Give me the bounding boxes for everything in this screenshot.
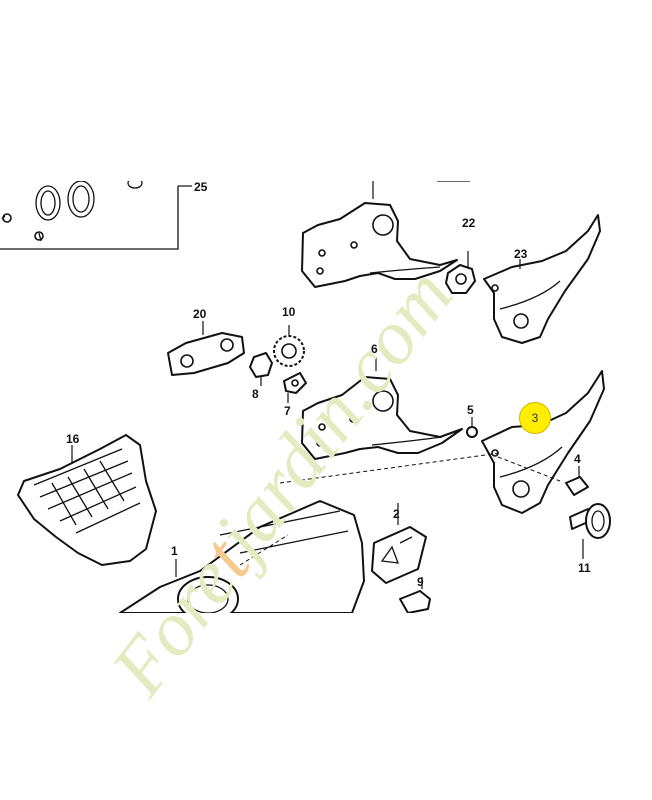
part-11-bolt <box>569 503 611 559</box>
part-1-main-body <box>119 452 501 613</box>
part-3-moving-blade <box>481 370 605 514</box>
part-25-group <box>0 181 192 250</box>
diagram-art <box>0 181 611 613</box>
callout-2: 2 <box>393 507 400 521</box>
part-7-washer <box>283 372 307 403</box>
part-5-circlip <box>466 417 478 438</box>
upper-cutting-head <box>301 181 601 344</box>
callout-25: 25 <box>194 180 208 194</box>
callout-4: 4 <box>574 452 581 466</box>
part-6-blade-lower <box>301 357 463 460</box>
part-9-screw <box>399 577 431 613</box>
callout-1: 1 <box>171 544 178 558</box>
callout-22: 22 <box>462 216 476 230</box>
callout-9: 9 <box>417 575 424 589</box>
callout-5: 5 <box>467 403 474 417</box>
part-20-plate <box>167 321 245 376</box>
exploded-parts-diagram: 25 22 23 20 10 6 8 7 5 16 4 2 1 11 9 <box>0 181 652 613</box>
callout-16: 16 <box>66 432 80 446</box>
part-4-pin <box>565 466 589 496</box>
callout-3-label: 3 <box>531 411 539 425</box>
part-10-gear <box>273 325 305 367</box>
callout-7: 7 <box>284 404 291 418</box>
callout-20: 20 <box>193 307 207 321</box>
callout-3-highlight[interactable]: 3 <box>519 402 551 434</box>
callout-23: 23 <box>514 247 528 261</box>
callout-10: 10 <box>282 305 296 319</box>
part-2-warning-label <box>371 503 427 584</box>
part-8-nut <box>249 352 273 386</box>
callout-11: 11 <box>578 561 591 575</box>
part-16-housing-cover <box>17 434 157 566</box>
callout-8: 8 <box>252 387 259 401</box>
callout-6: 6 <box>371 342 378 356</box>
